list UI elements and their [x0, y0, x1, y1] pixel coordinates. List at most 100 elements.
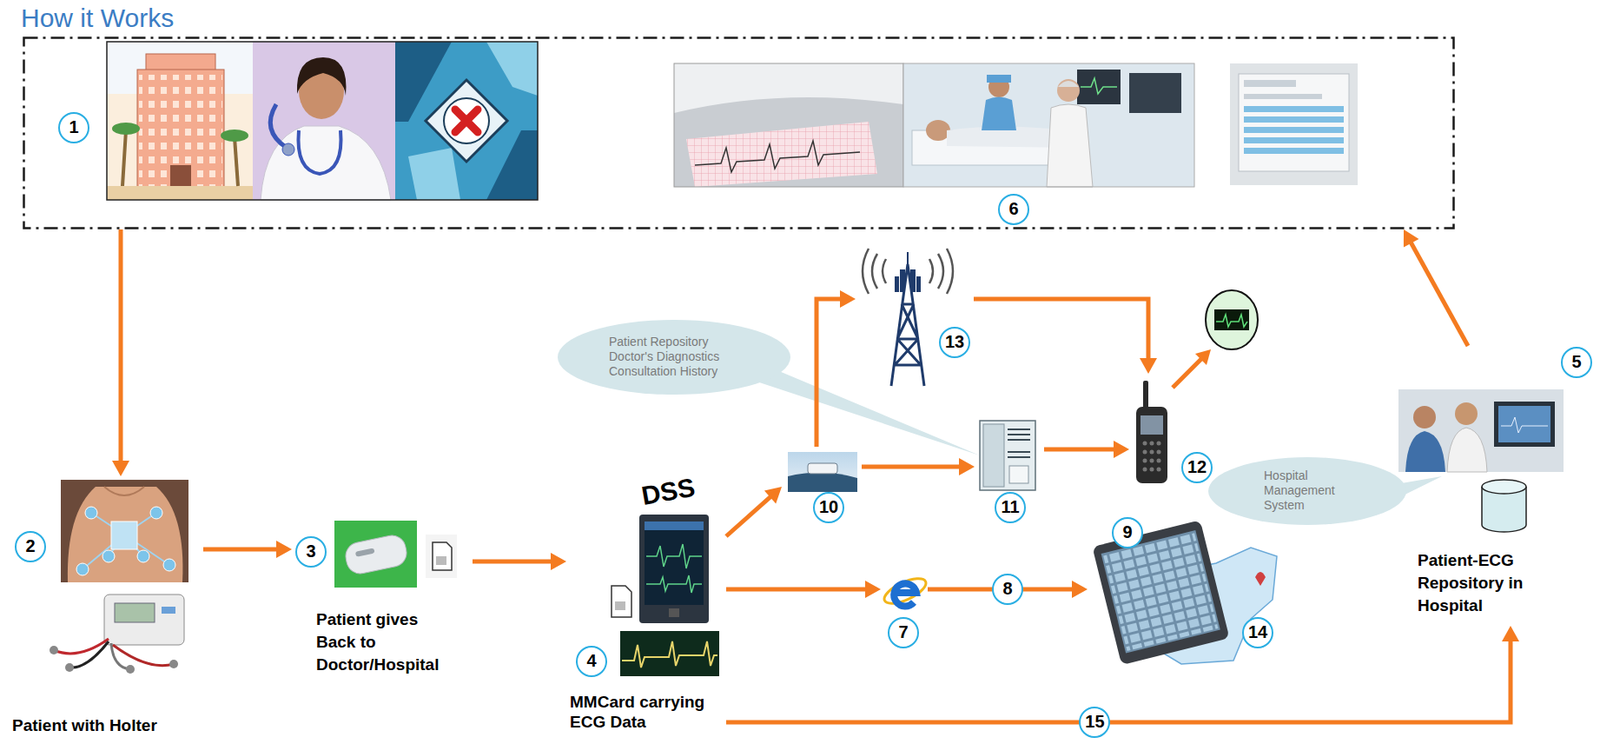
dss-label: DSS [639, 472, 698, 511]
icu-photo [1077, 69, 1121, 105]
icu-photo [1129, 72, 1182, 113]
station-group: 2Patient with Holter [10, 476, 204, 741]
dashed-outline [22, 36, 1455, 230]
tablet-map-picture [1255, 571, 1266, 586]
doctor-photo [282, 143, 295, 156]
station-group: 12 [1129, 373, 1217, 487]
holter-recorder-picture [65, 662, 74, 672]
hospital-picture [137, 69, 225, 192]
mobile-phone [1157, 449, 1162, 455]
callout-number: 12 [1181, 451, 1213, 483]
text-slot: DSS [644, 481, 699, 511]
mobile-phone [1157, 458, 1162, 463]
medical-icon [395, 41, 538, 200]
text-slot: 4 [575, 645, 608, 677]
holter-patient-photo [67, 486, 184, 582]
medical-icon [455, 109, 478, 133]
text-slot: 6 [998, 193, 1030, 225]
callout-tail [738, 366, 980, 456]
ecg-strip [620, 630, 720, 676]
holter-patient-photo [102, 549, 115, 562]
server-picture [979, 420, 1036, 490]
callout-number: 7 [887, 616, 920, 648]
cell-tower [891, 264, 925, 386]
orange-connector [1044, 447, 1118, 452]
hospital-picture [106, 185, 253, 200]
callout-number: 8 [991, 573, 1024, 605]
arrow-head [276, 540, 292, 558]
icu-photo [903, 63, 1195, 187]
orange-connector [203, 547, 280, 552]
holter-recorder-picture [112, 644, 174, 666]
ecg-display-icon [1205, 290, 1258, 350]
orange-connector [1044, 440, 1130, 458]
hospital-staff-photo [1398, 389, 1564, 472]
dss-monitor [644, 521, 704, 530]
mobile-phone [1157, 467, 1162, 472]
software-screen [1243, 105, 1344, 113]
text-slot: Patient with Holter [12, 714, 195, 737]
tablet-map-picture [1091, 519, 1230, 665]
orange-connector [973, 298, 1158, 374]
hospital-staff-photo [1447, 427, 1488, 472]
browser-icon [880, 573, 930, 609]
orange-connector [203, 540, 292, 558]
hospital-staff-photo [1405, 430, 1446, 472]
icu-photo [1046, 104, 1093, 187]
callout-number: 6 [998, 193, 1030, 225]
dashed-region: 16 [22, 36, 1455, 230]
orange-connector [472, 552, 567, 570]
ecg-display-icon [1216, 314, 1248, 327]
dss-monitor [668, 608, 680, 617]
icu-photo [903, 63, 1195, 187]
orange-arrow [1195, 349, 1211, 365]
orange-connector [726, 486, 782, 536]
doctor-photo [270, 104, 287, 148]
caption: Patient-ECG Repository in Hospital [1417, 548, 1540, 617]
holter-recorder-picture [46, 583, 189, 674]
arrow-head [958, 457, 975, 476]
ecg-printout-photo [686, 121, 878, 187]
hospital-staff-photo [1454, 402, 1478, 425]
dss-monitor [646, 543, 702, 569]
arrow-head [764, 486, 782, 503]
callout-number: 3 [295, 535, 327, 568]
ecg-printout-photo [674, 63, 904, 187]
server-picture [979, 420, 1036, 490]
recorder-picture [334, 520, 417, 588]
ecg-strip [620, 630, 720, 676]
tablet-map-picture [1091, 519, 1230, 665]
station-group: 7 [880, 566, 928, 652]
software-screen [1243, 137, 1344, 144]
text-slot: Patient-ECG Repository in Hospital [1417, 548, 1540, 617]
memory-card-picture [611, 585, 632, 617]
server-picture [1007, 429, 1031, 457]
orange-connector [472, 559, 555, 564]
hospital-picture [145, 53, 216, 72]
mobile-phone [1143, 380, 1149, 410]
mobile-phone [1150, 441, 1155, 446]
dss-monitor [639, 514, 709, 623]
caption: MMCard carrying ECG Data [569, 691, 723, 732]
callout-number: 9 [1111, 516, 1144, 549]
doctor-photo [260, 125, 391, 200]
memory-card-picture [611, 585, 632, 617]
callout-number: 10 [813, 491, 845, 523]
callout-number: 4 [575, 645, 608, 677]
mobile-phone [1143, 441, 1148, 446]
cell-tower [929, 248, 953, 294]
callout-bubble-shape [1208, 456, 1407, 525]
memory-card-picture [436, 555, 447, 565]
orange-connector [816, 298, 844, 447]
station-group: 13 [855, 246, 974, 388]
gateway-picture [787, 451, 858, 492]
mobile-phone [1150, 467, 1155, 472]
gateway-picture [807, 462, 838, 474]
tablet-map-picture [1103, 531, 1218, 651]
text-slot: 5 [1560, 346, 1593, 378]
ecg-printout-photo [694, 140, 860, 172]
arrow-head [1071, 580, 1088, 598]
recorder-picture [343, 532, 410, 576]
memory-card-picture [425, 534, 457, 578]
